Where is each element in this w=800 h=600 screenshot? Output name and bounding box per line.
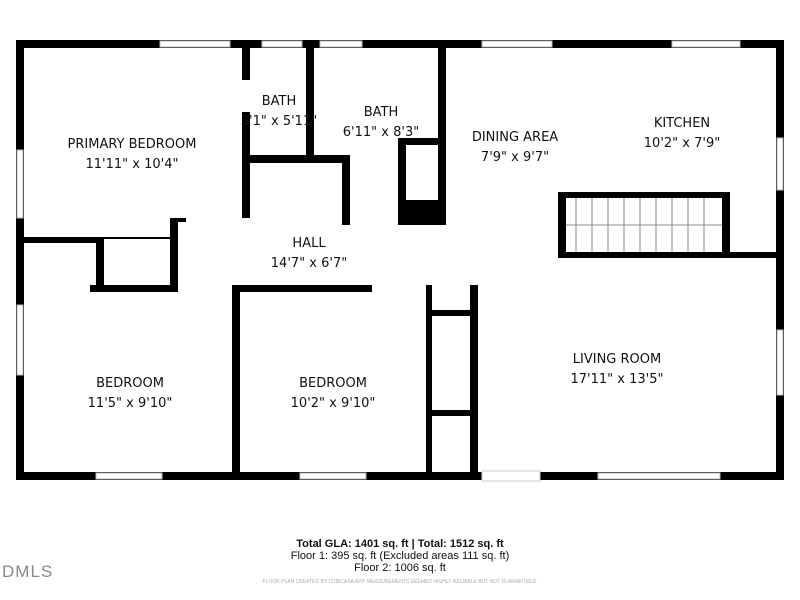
room-dims: 10'2" x 9'10" — [290, 396, 376, 411]
room-bath: BATH 6'11" x 8'3" — [343, 103, 419, 143]
room-dims: 11'5" x 9'10" — [87, 396, 173, 411]
room-name: BATH — [363, 105, 399, 120]
room-living-room: LIVING ROOM 17'11" x 13'5" — [571, 350, 664, 390]
watermark-logo: DMLS — [2, 562, 54, 581]
walls — [16, 40, 784, 480]
room-bath-small: BATH 3'1" x 5'11" — [241, 92, 317, 132]
room-name: BEDROOM — [299, 376, 367, 391]
floor2-area: Floor 2: 1006 sq. ft — [354, 562, 446, 574]
room-name: BEDROOM — [96, 376, 164, 391]
room-bedroom-1: BEDROOM 11'5" x 9'10" — [88, 374, 173, 414]
windows — [16, 40, 784, 480]
room-name: DINING AREA — [471, 130, 559, 145]
room-name: HALL — [292, 236, 326, 251]
room-dims: 11'11" x 10'4" — [85, 157, 179, 172]
room-dims: 6'11" x 8'3" — [342, 125, 420, 140]
room-hall: HALL 14'7" x 6'7" — [271, 234, 347, 274]
floor1-area: Floor 1: 395 sq. ft (Excluded areas 111 … — [290, 550, 510, 562]
room-dims: 14'7" x 6'7" — [270, 256, 348, 271]
room-name: LIVING ROOM — [572, 352, 662, 367]
room-bedroom-2: BEDROOM 10'2" x 9'10" — [291, 374, 376, 414]
stairs — [566, 198, 722, 252]
room-name: BATH — [261, 94, 297, 109]
room-dims: 10'2" x 7'9" — [643, 136, 721, 151]
room-primary-bedroom: PRIMARY BEDROOM 11'11" x 10'4" — [68, 135, 197, 175]
room-dims: 17'11" x 13'5" — [570, 372, 664, 387]
room-dims: 7'9" x 9'7" — [480, 150, 550, 165]
total-area: Total GLA: 1401 sq. ft | Total: 1512 sq.… — [296, 538, 504, 550]
entry-door — [481, 470, 541, 482]
room-name: KITCHEN — [653, 116, 711, 131]
room-dining-area: DINING AREA 7'9" x 9'7" — [472, 128, 558, 168]
room-dims: 3'1" x 5'11" — [240, 114, 318, 129]
room-kitchen: KITCHEN 10'2" x 7'9" — [644, 114, 720, 154]
disclaimer: FLOOR PLAN CREATED BY CUBICASA APP. MEAS… — [262, 579, 538, 585]
room-name: PRIMARY BEDROOM — [67, 137, 197, 152]
